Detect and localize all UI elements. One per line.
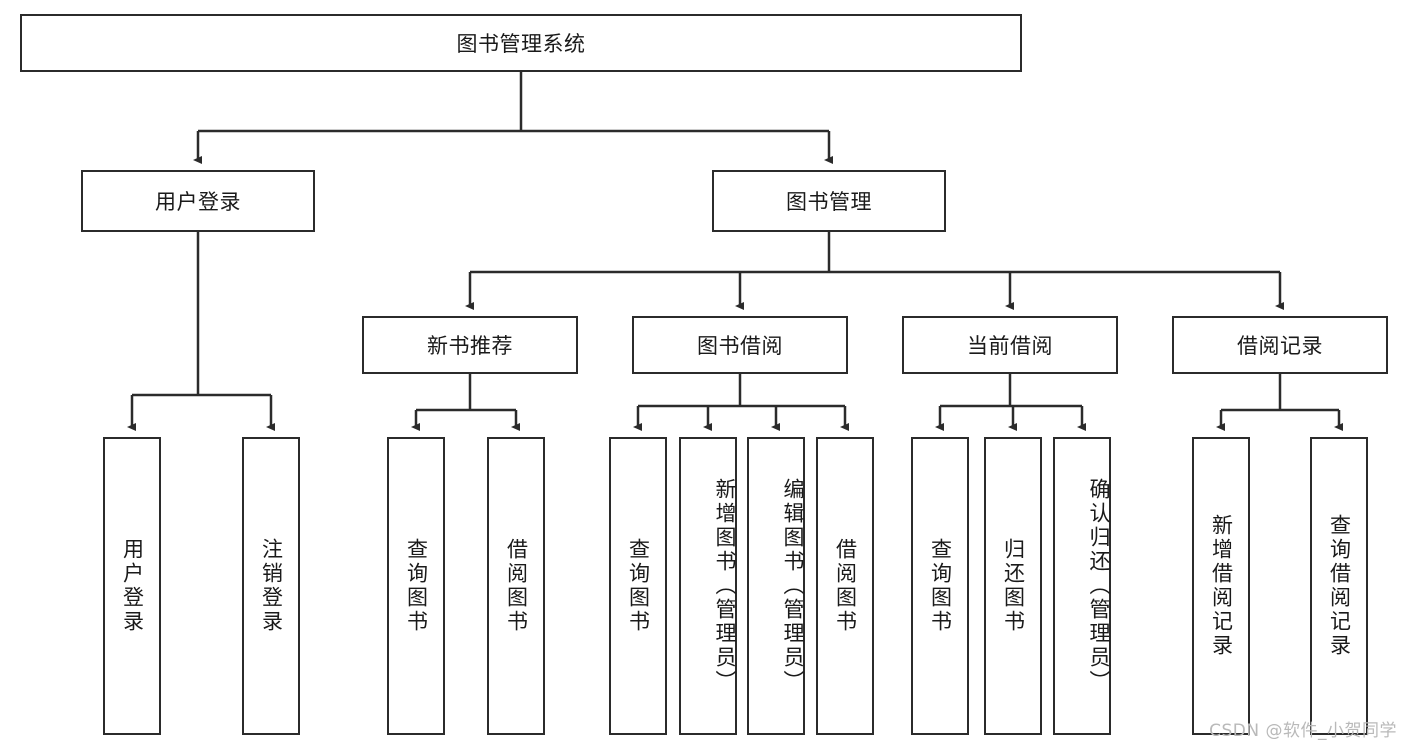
node-leaf-edit-book-admin[interactable]: 编辑图书（管理员）	[747, 437, 805, 735]
node-label: 查询借阅记录	[1327, 514, 1352, 658]
node-label: 用户登录	[120, 538, 145, 634]
node-book-management[interactable]: 图书管理	[712, 170, 946, 232]
node-label: 用户登录	[155, 190, 241, 214]
node-label: 确认归还（管理员）	[1087, 478, 1111, 694]
node-label: 借阅图书	[504, 538, 529, 634]
node-label: 图书管理	[786, 190, 872, 214]
node-borrow-record[interactable]: 借阅记录	[1172, 316, 1388, 374]
node-leaf-add-borrow-record[interactable]: 新增借阅记录	[1192, 437, 1250, 735]
node-label: 借阅记录	[1237, 334, 1323, 358]
node-label: 查询图书	[928, 538, 953, 634]
node-label: 查询图书	[404, 538, 429, 634]
node-leaf-query-book-rec[interactable]: 查询图书	[387, 437, 445, 735]
node-leaf-query-book-borrow[interactable]: 查询图书	[609, 437, 667, 735]
node-leaf-add-book-admin[interactable]: 新增图书（管理员）	[679, 437, 737, 735]
node-leaf-query-book-current[interactable]: 查询图书	[911, 437, 969, 735]
node-label: 查询图书	[626, 538, 651, 634]
node-current-borrow[interactable]: 当前借阅	[902, 316, 1118, 374]
node-book-borrow[interactable]: 图书借阅	[632, 316, 848, 374]
node-leaf-borrow-book[interactable]: 借阅图书	[816, 437, 874, 735]
node-leaf-return-book[interactable]: 归还图书	[984, 437, 1042, 735]
node-leaf-borrow-book-rec[interactable]: 借阅图书	[487, 437, 545, 735]
node-leaf-user-logout[interactable]: 注销登录	[242, 437, 300, 735]
node-label: 新增图书（管理员）	[713, 478, 737, 694]
node-root[interactable]: 图书管理系统	[20, 14, 1022, 72]
node-label: 新增借阅记录	[1209, 514, 1234, 658]
node-leaf-user-login[interactable]: 用户登录	[103, 437, 161, 735]
node-label: 归还图书	[1001, 538, 1026, 634]
node-leaf-query-borrow-record[interactable]: 查询借阅记录	[1310, 437, 1368, 735]
node-new-book-recommend[interactable]: 新书推荐	[362, 316, 578, 374]
node-label: 图书借阅	[697, 334, 783, 358]
node-label: 编辑图书（管理员）	[781, 478, 805, 694]
node-label: 当前借阅	[967, 334, 1053, 358]
node-user-login[interactable]: 用户登录	[81, 170, 315, 232]
node-label: 新书推荐	[427, 334, 513, 358]
node-leaf-confirm-return-admin[interactable]: 确认归还（管理员）	[1053, 437, 1111, 735]
node-label: 借阅图书	[833, 538, 858, 634]
node-label: 图书管理系统	[456, 32, 586, 56]
csdn-watermark: CSDN @软件_小贺同学	[1209, 721, 1397, 741]
node-label: 注销登录	[259, 538, 284, 634]
